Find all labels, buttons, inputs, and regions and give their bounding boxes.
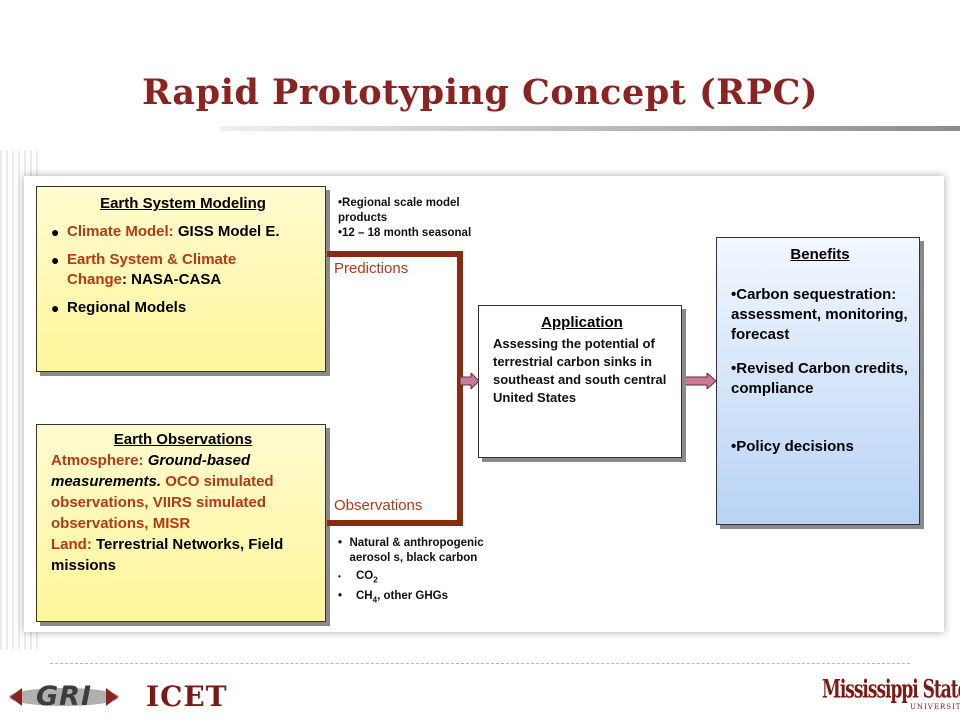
bullet-icon: ● bbox=[51, 224, 60, 240]
benefit-item: •Policy decisions bbox=[731, 438, 854, 455]
gri-logo: GRI bbox=[8, 680, 120, 714]
observations-label: Observations bbox=[334, 497, 423, 514]
modeling-item: ● Climate Model: GISS Model E. bbox=[51, 222, 315, 242]
benefit-item: •Carbon sequestration: assessment, monit… bbox=[731, 286, 908, 343]
modeling-item-value: : NASA-CASA bbox=[122, 271, 222, 288]
msu-logo-subtext: UNIVERSITY bbox=[910, 703, 960, 711]
footer-divider bbox=[50, 663, 910, 664]
benefit-item: •Revised Carbon credits, compliance bbox=[731, 360, 908, 397]
benefits-box: Benefits •Carbon sequestration: assessme… bbox=[716, 237, 920, 525]
observation-note: CH4, other GHGs bbox=[356, 590, 449, 605]
arrow-to-benefits-icon bbox=[683, 373, 717, 389]
application-box: Application Assessing the potential of t… bbox=[478, 305, 682, 458]
bullet-icon: ● bbox=[51, 300, 60, 316]
atmosphere-entry: Atmosphere: Ground-based measurements. O… bbox=[51, 450, 315, 534]
gri-logo-text: GRI bbox=[36, 681, 92, 712]
modeling-item: ● Earth System & Climate Change: NASA-CA… bbox=[51, 250, 315, 290]
slide-title: Rapid Prototyping Concept (RPC) bbox=[142, 72, 818, 113]
prediction-note: Regional scale model products bbox=[338, 197, 460, 224]
predictions-label: Predictions bbox=[334, 260, 409, 277]
msu-logo: Mississippi State UNIVERSITY bbox=[822, 675, 960, 711]
atmosphere-label: Atmosphere: bbox=[51, 452, 148, 469]
modeling-item-label: Earth System & Climate Change bbox=[67, 251, 237, 288]
bullet-icon: ● bbox=[51, 252, 60, 268]
atmosphere-ground: Ground-based measurements. bbox=[51, 452, 251, 490]
earth-observations-box: Earth Observations Atmosphere: Ground-ba… bbox=[36, 424, 326, 622]
application-title: Application bbox=[541, 314, 623, 331]
application-body: Assessing the potential of terrestrial c… bbox=[493, 336, 667, 405]
prediction-note: 12 – 18 month seasonal bbox=[342, 227, 472, 239]
title-rule bbox=[220, 126, 960, 131]
msu-logo-text: Mississippi State bbox=[822, 675, 960, 705]
modeling-item-label: Climate Model: bbox=[67, 223, 178, 240]
observations-title: Earth Observations bbox=[113, 431, 253, 448]
land-value: Terrestrial Networks, Field missions bbox=[51, 536, 284, 574]
modeling-item-value: Regional Models bbox=[67, 299, 187, 316]
prediction-notes: •Regional scale model products •12 – 18 … bbox=[338, 197, 472, 239]
modeling-item: ● Regional Models bbox=[51, 298, 315, 318]
earth-system-modeling-box: Earth System Modeling ● Climate Model: G… bbox=[36, 186, 326, 372]
observation-note: CO2 bbox=[356, 570, 378, 585]
modeling-item-value: GISS Model E. bbox=[177, 223, 280, 240]
atmosphere-sims: OCO simulated observations, VIIRS simula… bbox=[51, 473, 274, 532]
arrow-to-application-icon bbox=[460, 373, 480, 389]
land-label: Land: bbox=[51, 536, 96, 553]
vertical-connector bbox=[457, 251, 463, 526]
benefits-title: Benefits bbox=[790, 246, 850, 263]
observation-notes: •Natural & anthropogenic aerosol s, blac… bbox=[338, 536, 518, 608]
land-entry: Land: Terrestrial Networks, Field missio… bbox=[51, 534, 315, 576]
predictions-connector bbox=[327, 251, 463, 257]
observations-connector bbox=[327, 520, 463, 526]
modeling-title: Earth System Modeling bbox=[100, 195, 266, 212]
observation-note: Natural & anthropogenic aerosol s, black… bbox=[349, 537, 484, 564]
icet-logo: ICET bbox=[146, 680, 228, 713]
